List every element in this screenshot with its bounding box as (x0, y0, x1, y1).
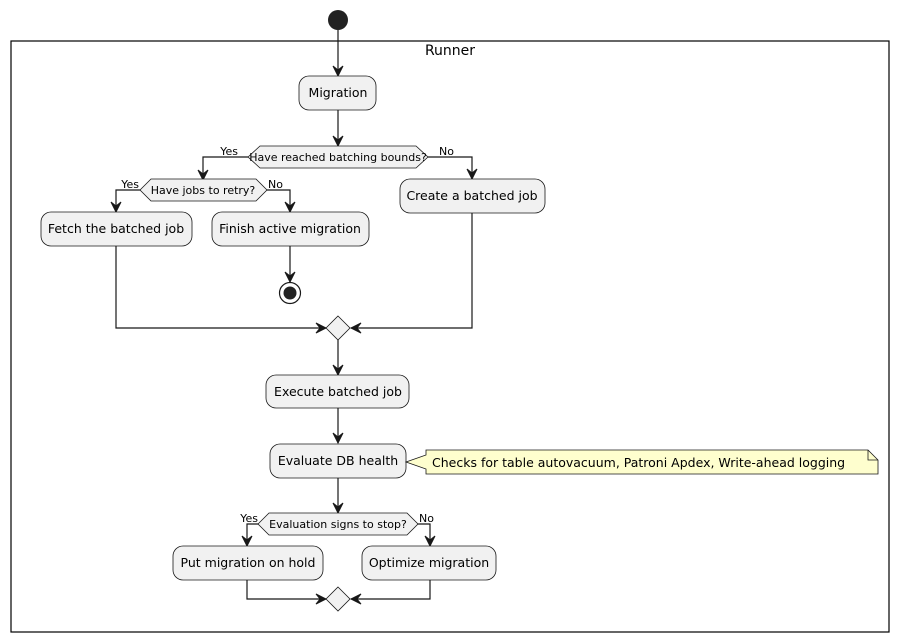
decision-signs-stop-question: Evaluation signs to stop? (269, 518, 407, 531)
runner-partition (10, 40, 890, 633)
activity-create-job-label: Create a batched job (406, 188, 537, 203)
activity-execute-job-label: Execute batched job (274, 384, 402, 399)
arrowhead (197, 169, 209, 182)
arrowhead (315, 322, 328, 334)
decision-signs-stop-no: No (419, 512, 434, 525)
activity-create-job: Create a batched job (399, 178, 546, 214)
activity-evaluate-health: Evaluate DB health (269, 443, 407, 479)
activity-evaluate-health-label: Evaluate DB health (278, 453, 398, 468)
note-health-checks: Checks for table autovacuum, Patroni Apd… (404, 449, 879, 475)
edge-hold-merge (246, 580, 326, 600)
decision-batching-bounds-yes: Yes (219, 145, 238, 158)
note-text: Checks for table autovacuum, Patroni Apd… (432, 455, 845, 470)
arrowhead (284, 201, 296, 214)
edge-retry-no (257, 189, 291, 212)
connectors (110, 30, 478, 605)
merge-diamond-2 (325, 586, 351, 612)
arrowhead (315, 593, 328, 605)
start-node (328, 10, 348, 30)
arrowhead (332, 135, 344, 148)
arrowhead (332, 502, 344, 515)
activity-migration-label: Migration (309, 85, 368, 100)
activity-fetch-job: Fetch the batched job (40, 211, 193, 247)
activity-optimize-migration: Optimize migration (361, 545, 497, 581)
arrowhead (332, 364, 344, 377)
arrowhead (332, 432, 344, 445)
decision-jobs-retry: Have jobs to retry? Yes No (120, 178, 283, 202)
activity-finish-migration-label: Finish active migration (219, 221, 361, 236)
merge-diamond-1 (325, 315, 351, 341)
activity-hold-migration: Put migration on hold (172, 545, 324, 581)
edge-stop-yes (246, 523, 260, 546)
partition-title: Runner (425, 43, 475, 59)
decision-signs-stop-yes: Yes (239, 512, 258, 525)
decision-jobs-retry-no: No (268, 178, 283, 191)
decision-jobs-retry-yes: Yes (120, 178, 139, 191)
decision-batching-bounds-no: No (439, 145, 454, 158)
activity-migration: Migration (298, 75, 377, 111)
edge-stop-no (416, 523, 431, 546)
arrowhead (466, 168, 478, 181)
activity-optimize-migration-label: Optimize migration (369, 555, 489, 570)
edge-optimize-merge (351, 580, 431, 600)
activity-fetch-job-label: Fetch the batched job (48, 221, 184, 236)
arrowhead (349, 322, 362, 334)
edge-create-merge (351, 213, 473, 329)
decision-batching-bounds-question: Have reached batching bounds? (249, 151, 427, 164)
edge-retry-yes (115, 189, 150, 212)
arrowhead (110, 201, 122, 214)
edge-bounds-no (428, 156, 473, 179)
edge-bounds-yes (202, 156, 248, 180)
arrowhead (349, 593, 362, 605)
decision-jobs-retry-question: Have jobs to retry? (151, 184, 256, 197)
activity-execute-job: Execute batched job (265, 374, 410, 409)
activity-hold-migration-label: Put migration on hold (181, 555, 316, 570)
decision-batching-bounds: Have reached batching bounds? Yes No (219, 145, 454, 169)
edge-fetch-merge (115, 246, 326, 329)
stop-node (278, 281, 302, 305)
arrowhead (332, 65, 344, 78)
arrowhead (424, 535, 436, 548)
arrowhead (284, 271, 296, 284)
arrowhead (241, 535, 253, 548)
activity-finish-migration: Finish active migration (211, 211, 370, 247)
decision-signs-stop: Evaluation signs to stop? Yes No (239, 512, 434, 536)
